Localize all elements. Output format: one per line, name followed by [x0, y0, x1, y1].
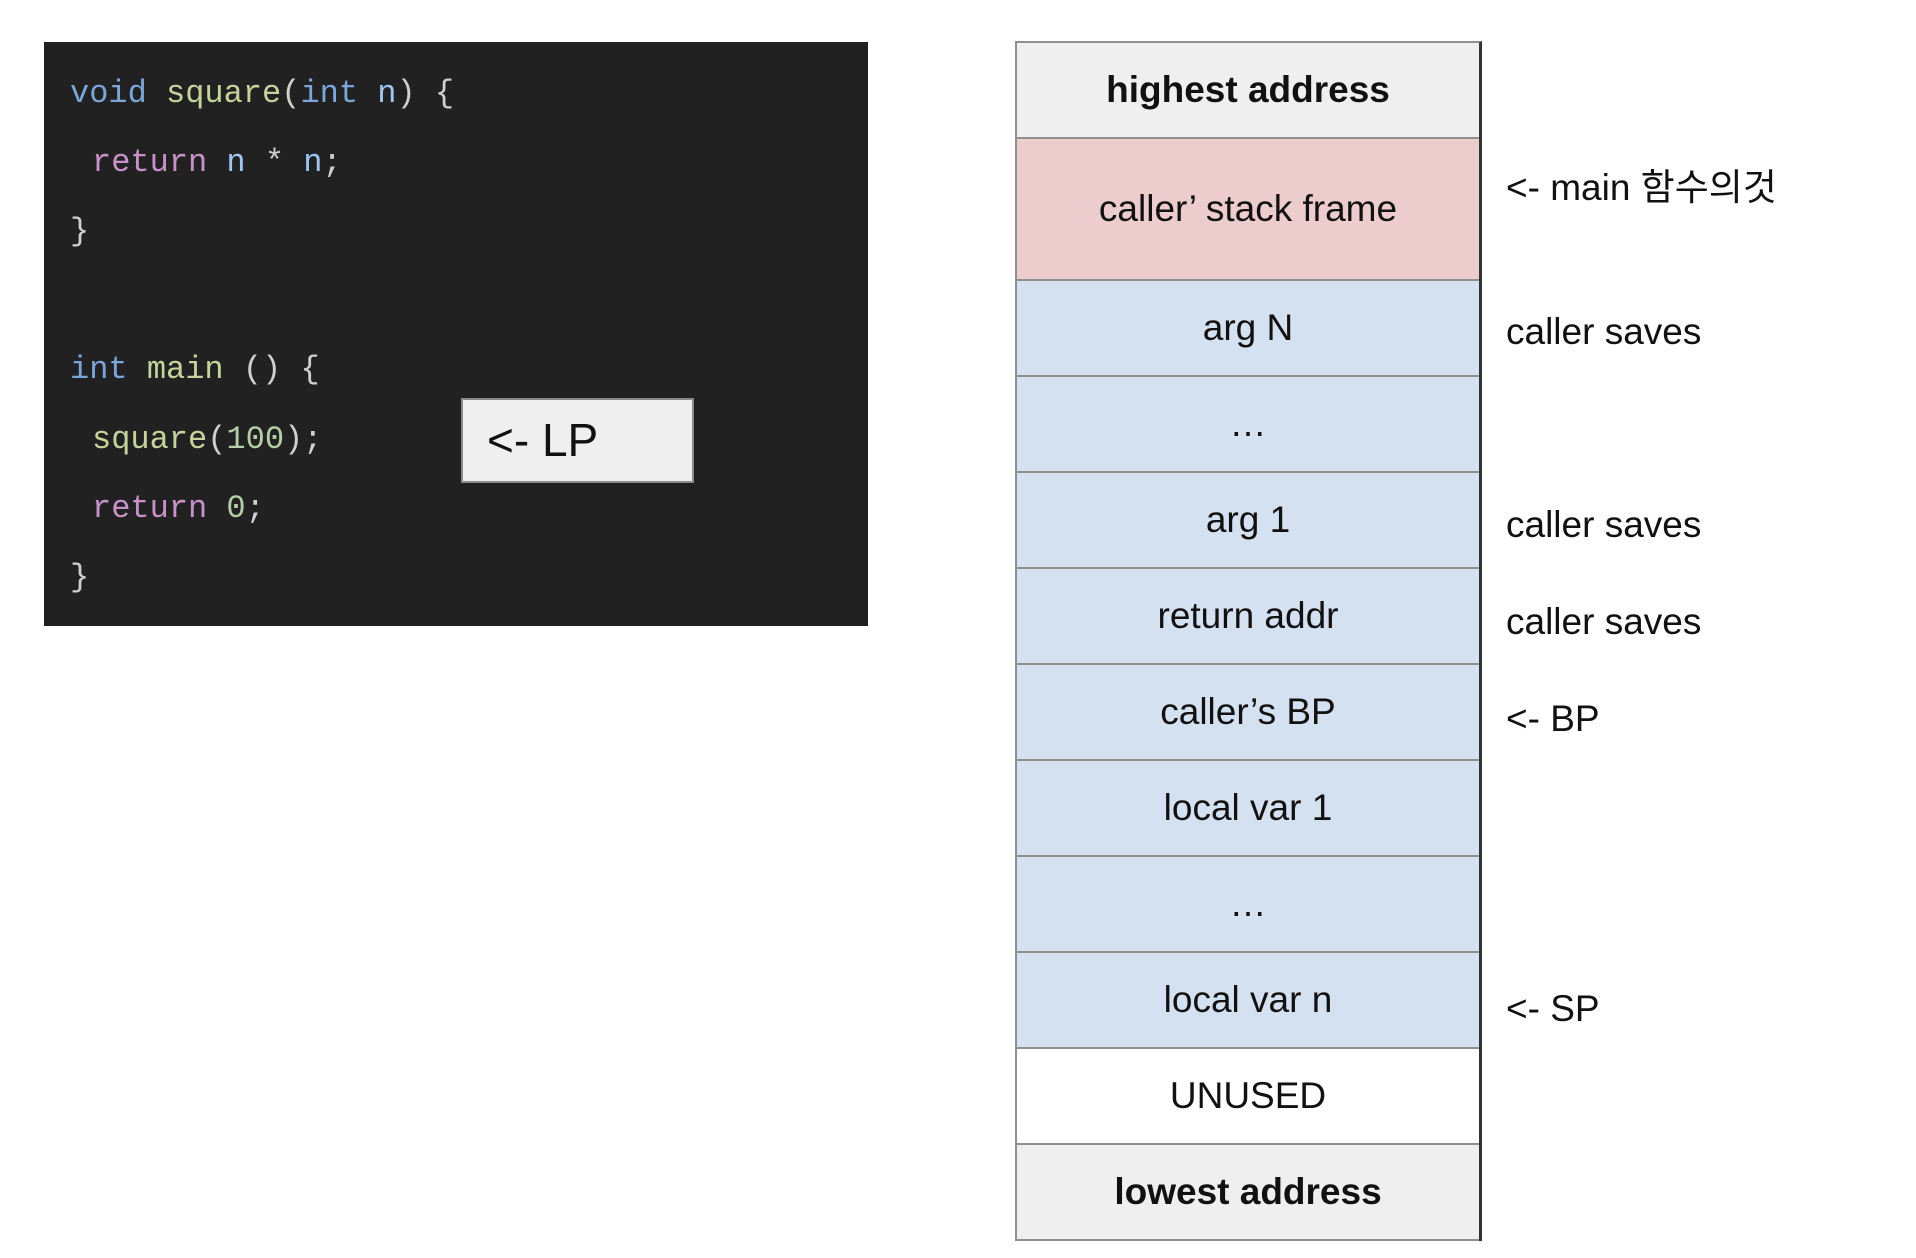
- annotation-arg-n: caller saves: [1506, 311, 1702, 352]
- stack-cell-label: local var n: [1163, 979, 1333, 1020]
- annotation-arg-1: caller saves: [1506, 504, 1702, 545]
- code-line: }: [70, 212, 89, 252]
- code-token: int: [300, 75, 359, 112]
- stack-cell: highest address: [1017, 43, 1479, 139]
- code-token: return: [92, 490, 208, 527]
- code-token: 0: [226, 490, 246, 527]
- stack-cell: …: [1017, 857, 1479, 953]
- stack-cell-label: …: [1229, 883, 1267, 924]
- code-token: void: [70, 75, 147, 112]
- code-token: int: [70, 351, 128, 388]
- stack-cell: caller’s BP: [1017, 665, 1479, 761]
- annotation-sp: <- SP: [1506, 988, 1600, 1029]
- code-token: *: [245, 144, 304, 181]
- code-line: return n * n;: [92, 143, 342, 183]
- code-line: void square(int n) {: [70, 74, 454, 114]
- code-token: square: [92, 421, 208, 458]
- stack-cell: local var n: [1017, 953, 1479, 1049]
- code-line: }: [70, 558, 89, 598]
- code-token: n: [226, 144, 246, 181]
- stack-frame-diagram: highest address caller’ stack frame arg N ……: [1015, 41, 1482, 1241]
- stack-cell: arg 1: [1017, 473, 1479, 569]
- code-token: );: [284, 421, 323, 458]
- stack-cell-label: caller’s BP: [1160, 691, 1336, 732]
- code-token: (: [207, 421, 227, 458]
- code-token: 100: [226, 421, 285, 458]
- code-token: }: [70, 213, 90, 250]
- code-token: [207, 490, 226, 527]
- code-token: n: [303, 144, 323, 181]
- code-token: [147, 75, 166, 112]
- annotation-return-addr: caller saves: [1506, 601, 1702, 642]
- stack-cell-label: UNUSED: [1169, 1075, 1327, 1116]
- stack-cell: return addr: [1017, 569, 1479, 665]
- code-token: n: [377, 75, 397, 112]
- stack-cell: arg N: [1017, 281, 1479, 377]
- code-token: return: [92, 144, 208, 181]
- lp-label: <- LP: [487, 414, 599, 466]
- stack-cell-label: highest address: [1106, 69, 1390, 110]
- code-line: int main () {: [70, 350, 320, 390]
- code-panel: void square(int n) {return n * n;}int ma…: [44, 42, 868, 626]
- code-token: ;: [322, 144, 342, 181]
- code-token: () {: [223, 351, 320, 388]
- code-token: ) {: [396, 75, 455, 112]
- code-token: ;: [245, 490, 265, 527]
- code-token: [358, 75, 377, 112]
- stack-cell-label: caller’ stack frame: [1098, 188, 1398, 229]
- stack-cell-label: return addr: [1157, 595, 1339, 636]
- stack-cell-label: lowest address: [1114, 1171, 1382, 1212]
- annotation-bp: <- BP: [1506, 698, 1600, 739]
- stack-cell: caller’ stack frame: [1017, 139, 1479, 281]
- code-token: [207, 144, 226, 181]
- stack-cell: local var 1: [1017, 761, 1479, 857]
- stack-cell-label: local var 1: [1163, 787, 1333, 828]
- code-token: [128, 351, 147, 388]
- code-line: return 0;: [92, 489, 265, 529]
- code-token: (: [281, 75, 301, 112]
- code-token: }: [70, 559, 90, 596]
- code-token: square: [166, 75, 282, 112]
- stack-cell: …: [1017, 377, 1479, 473]
- code-token: main: [146, 351, 224, 388]
- code-line: square(100);: [92, 420, 322, 460]
- stack-cell: UNUSED: [1017, 1049, 1479, 1145]
- stack-cell-label: …: [1229, 403, 1267, 444]
- stack-cell: lowest address: [1017, 1145, 1479, 1241]
- stack-cell-label: arg 1: [1205, 499, 1291, 540]
- lp-marker-box: <- LP: [461, 398, 694, 483]
- annotation-main-frame: <- main 함수의것: [1506, 167, 1777, 208]
- stack-cell-label: arg N: [1202, 307, 1294, 348]
